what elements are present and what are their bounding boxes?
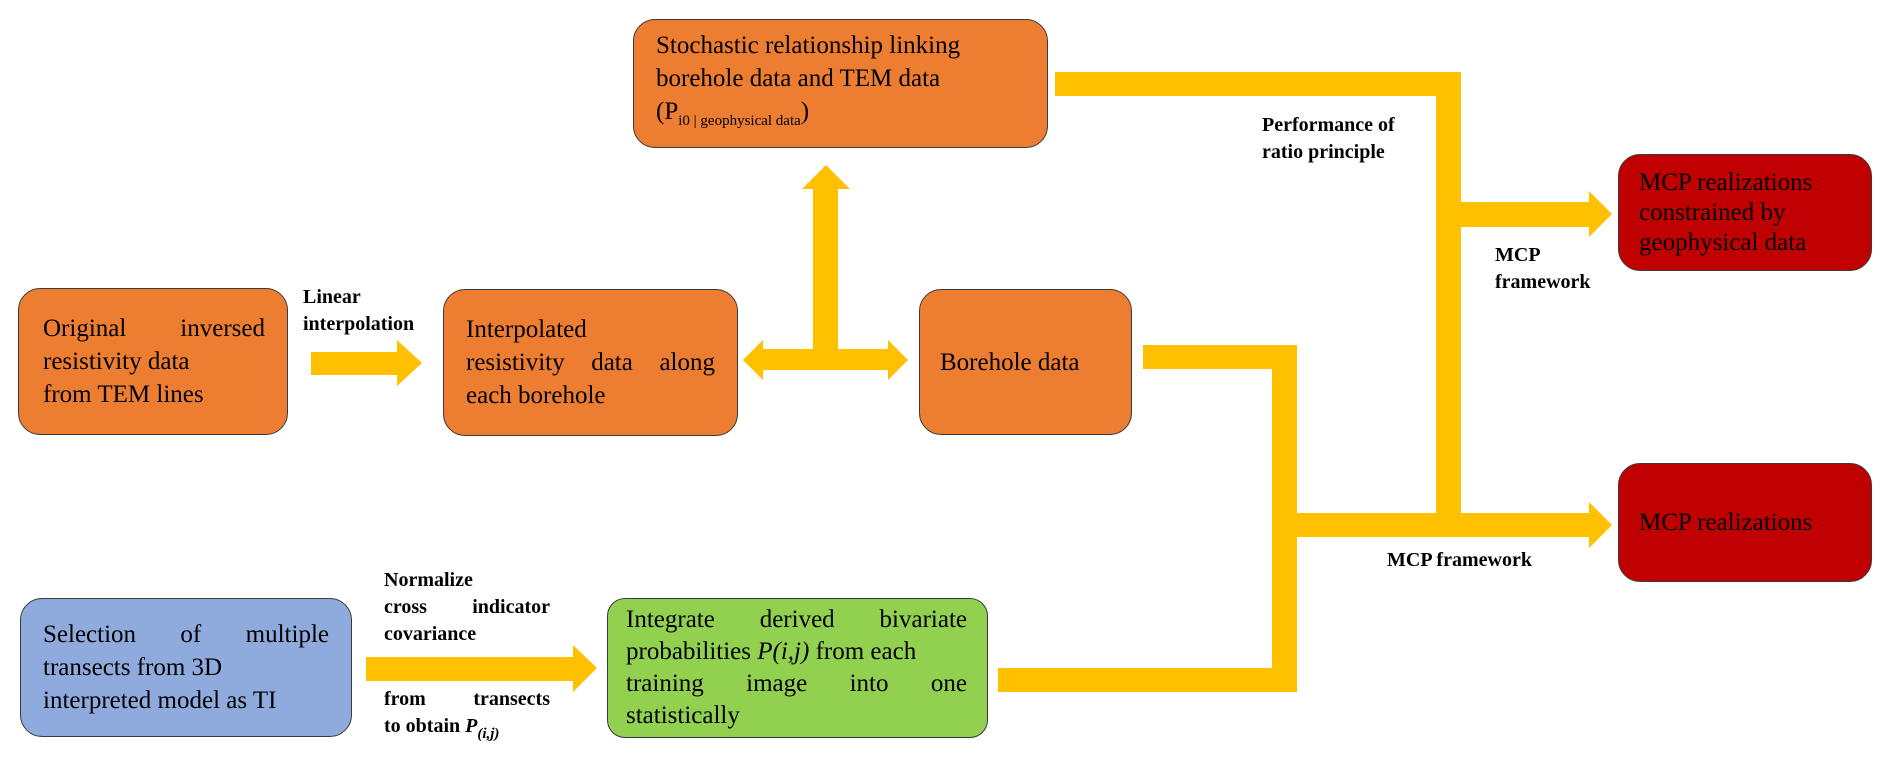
label-line: Linear bbox=[303, 286, 361, 308]
label-mcp-framework-lower: MCP framework bbox=[1387, 549, 1532, 571]
box-text-line: resistivity data along bbox=[466, 349, 715, 376]
box-text-line: Stochastic relationship linking bbox=[656, 32, 961, 59]
box-text-line: borehole data and TEM data bbox=[656, 65, 941, 92]
box-original-resistivity: Original inversed resistivity data from … bbox=[18, 288, 288, 435]
box-mcp-realizations-constrained: MCP realizations constrained by geophysi… bbox=[1618, 154, 1872, 271]
box-text-line: transects from 3D bbox=[43, 654, 223, 681]
label-line: cross indicator bbox=[384, 596, 550, 618]
math-subscript-ij: (i,j) bbox=[477, 726, 500, 742]
box-text-line: each borehole bbox=[466, 382, 606, 409]
box-text-line: Borehole data bbox=[940, 348, 1080, 376]
label-linear-interpolation: Linear interpolation bbox=[303, 284, 414, 338]
arrow-up-to-stochastic bbox=[802, 165, 850, 350]
arrow-linear-interpolation bbox=[311, 340, 422, 386]
math-p-ij: P(i,j) bbox=[757, 638, 810, 665]
box-text-line: Original inversed bbox=[43, 315, 265, 342]
box-borehole-data: Borehole data bbox=[919, 289, 1132, 435]
arrow-to-mcp-realizations bbox=[1297, 502, 1612, 548]
box-interpolated-resistivity: Interpolated resistivity data along each… bbox=[443, 289, 738, 436]
box-mcp-realizations: MCP realizations bbox=[1618, 463, 1872, 582]
label-mcp-framework-upper: MCP framework bbox=[1495, 242, 1591, 296]
box-text-line: Selection of multiple bbox=[43, 621, 329, 648]
box-text-line: MCP realizations bbox=[1639, 509, 1813, 536]
box-text-line: training image into one bbox=[626, 670, 967, 697]
arrow-interp-borehole-double bbox=[743, 340, 908, 380]
arrow-to-mcp-constrained bbox=[1460, 191, 1612, 237]
box-stochastic-relationship: Stochastic relationship linking borehole… bbox=[633, 19, 1048, 148]
label-line: Normalize bbox=[384, 569, 473, 591]
box-text-line: from TEM lines bbox=[43, 381, 204, 408]
formula-close: ) bbox=[800, 98, 810, 125]
connector-borehole-to-merge bbox=[1143, 345, 1297, 692]
box-text-line: Integrate derived bivariate bbox=[626, 606, 967, 633]
box-text-segment: from each bbox=[809, 638, 917, 665]
label-from-transects: from transects to obtain P(i,j) bbox=[384, 686, 550, 748]
box-text-line: geophysical data bbox=[1639, 228, 1807, 256]
formula-open: (P bbox=[656, 98, 679, 125]
label-normalize-covariance: Normalize cross indicator covariance bbox=[384, 567, 550, 648]
label-line: to obtain bbox=[384, 715, 466, 737]
label-line: framework bbox=[1495, 271, 1591, 293]
formula-p-i0: (Pi0 | geophysical data) bbox=[656, 95, 1029, 138]
label-line: Performance of bbox=[1262, 114, 1395, 136]
math-p: P bbox=[465, 715, 478, 737]
label-line: interpolation bbox=[303, 313, 415, 335]
label-line: from transects bbox=[384, 688, 550, 710]
box-text-line: MCP realizations bbox=[1639, 168, 1813, 196]
formula-subscript: i0 | geophysical data bbox=[678, 113, 801, 129]
box-text-line: statistically bbox=[626, 702, 740, 729]
box-text-line: Interpolated bbox=[466, 316, 587, 343]
box-text-line: constrained by bbox=[1639, 198, 1786, 226]
box-text-segment: probabilities bbox=[626, 638, 758, 665]
box-selection-transects: Selection of multiple transects from 3D … bbox=[20, 598, 352, 737]
connector-integrate-to-merge bbox=[998, 668, 1297, 692]
arrow-normalize bbox=[366, 645, 597, 692]
box-integrate-probabilities: Integrate derived bivariate probabilitie… bbox=[607, 598, 988, 738]
box-text-line: resistivity data bbox=[43, 348, 190, 375]
box-text-line: interpreted model as TI bbox=[43, 687, 277, 714]
label-line: covariance bbox=[384, 623, 477, 645]
label-line: MCP bbox=[1495, 244, 1541, 266]
label-performance-ratio-principle: Performance of ratio principle bbox=[1262, 112, 1395, 166]
label-line: ratio principle bbox=[1262, 141, 1385, 163]
